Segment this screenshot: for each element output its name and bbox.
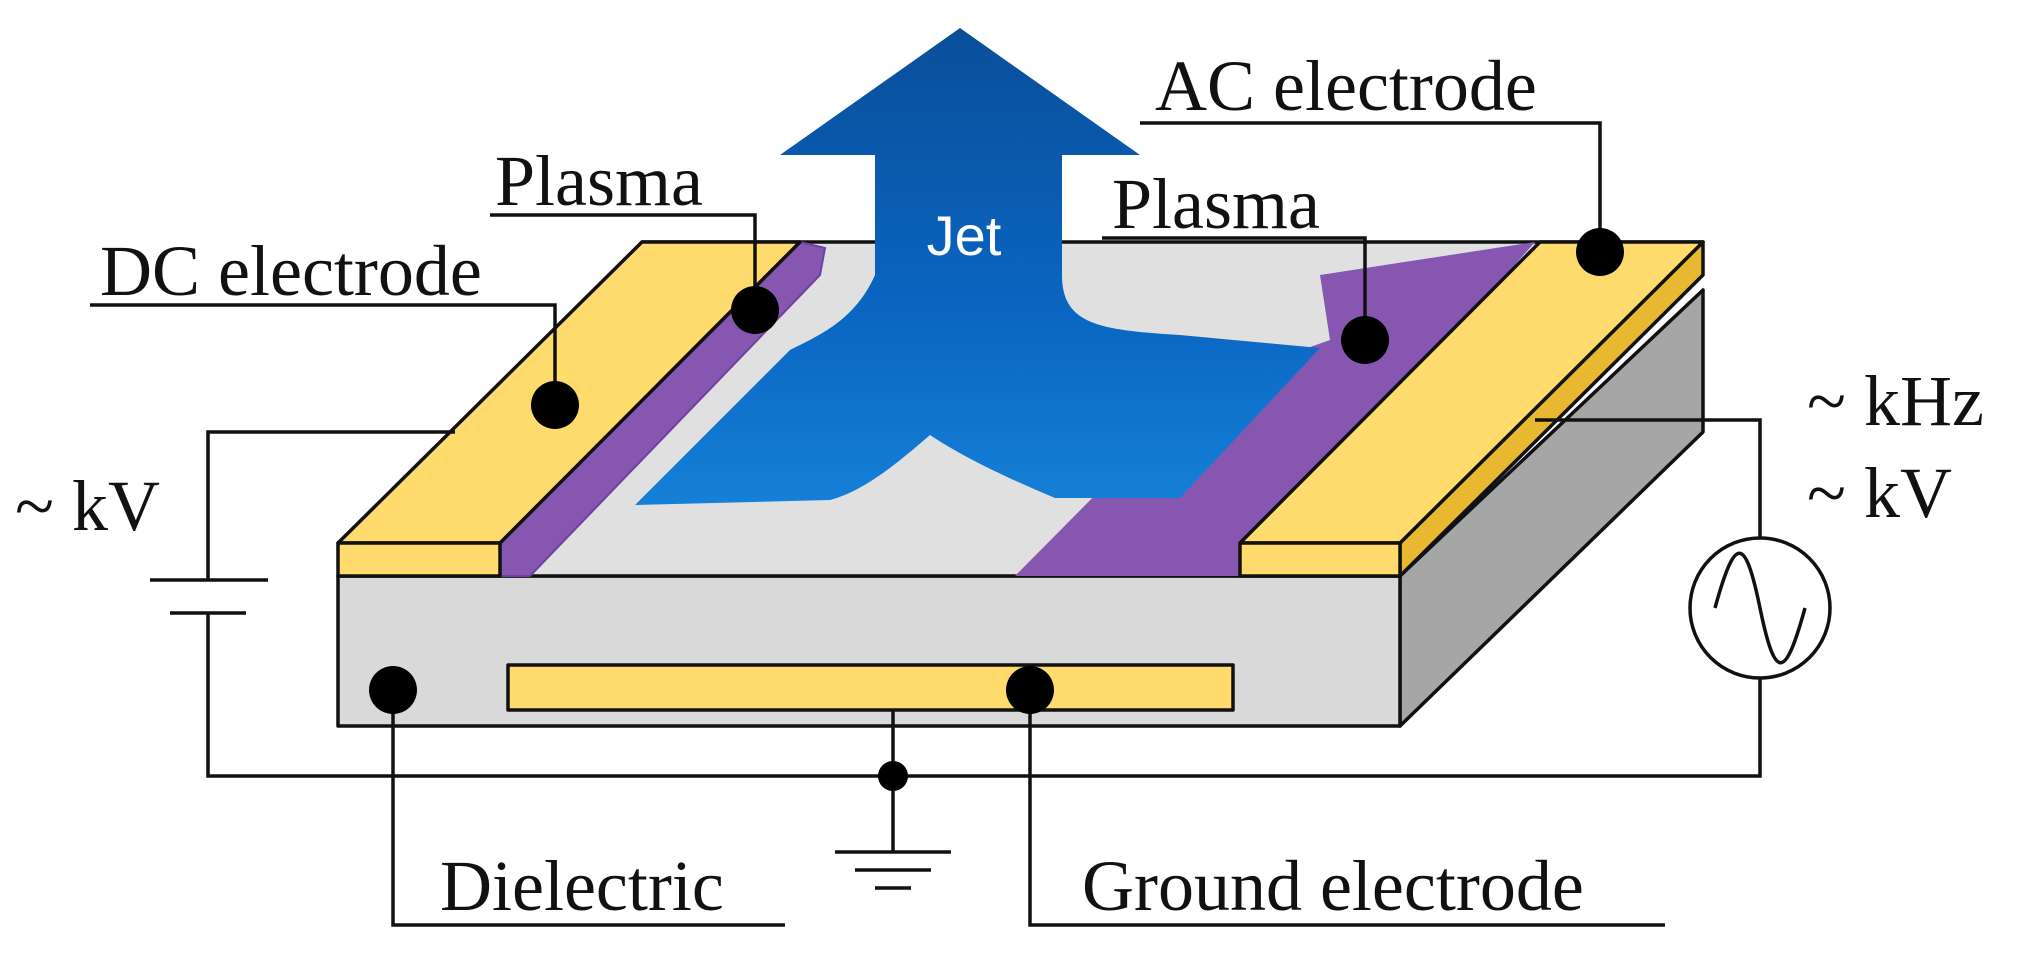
dielectric-dot (369, 666, 417, 714)
ac-frequency-label: ~ kHz (1807, 361, 1984, 441)
ac-electrode-label: AC electrode (1155, 46, 1537, 126)
plasma-left-dot (731, 286, 779, 334)
ground-electrode-leader (1028, 690, 1665, 927)
plasma-right-dot (1341, 316, 1389, 364)
dc-voltage-label: ~ kV (15, 466, 160, 546)
jet-label: Jet (927, 204, 1002, 267)
dc-electrode-dot (531, 381, 579, 429)
ground-symbol-icon (835, 850, 951, 890)
ac-source-icon (1688, 536, 1832, 680)
ac-circuit-wire (1535, 418, 1762, 548)
ground-electrode (506, 663, 1235, 712)
jet-arrow (635, 28, 1320, 505)
dielectric-leader (391, 690, 785, 927)
junction-dot (878, 761, 908, 791)
ac-electrode-leader (1140, 121, 1602, 252)
ground-electrode-label: Ground electrode (1082, 846, 1584, 926)
plasma-right-label: Plasma (1112, 164, 1320, 244)
plasma-left-label: Plasma (495, 141, 703, 221)
dc-electrode-front (336, 541, 502, 578)
battery-symbol-icon (150, 578, 268, 615)
dc-circuit-wire-lower (206, 613, 893, 778)
plasma-left-leader (490, 213, 757, 310)
dc-electrode-leader (90, 303, 557, 405)
dc-circuit-wire (206, 430, 455, 580)
dielectric-label: Dielectric (440, 846, 724, 926)
plasma-right-leader (1102, 236, 1367, 340)
ac-circuit-wire-lower (893, 668, 1762, 778)
dc-electrode-label: DC electrode (100, 231, 482, 311)
ac-electrode-dot (1576, 228, 1624, 276)
ground-electrode-dot (1006, 666, 1054, 714)
ac-electrode-front (1238, 541, 1402, 578)
ac-voltage-label: ~ kV (1807, 453, 1952, 533)
